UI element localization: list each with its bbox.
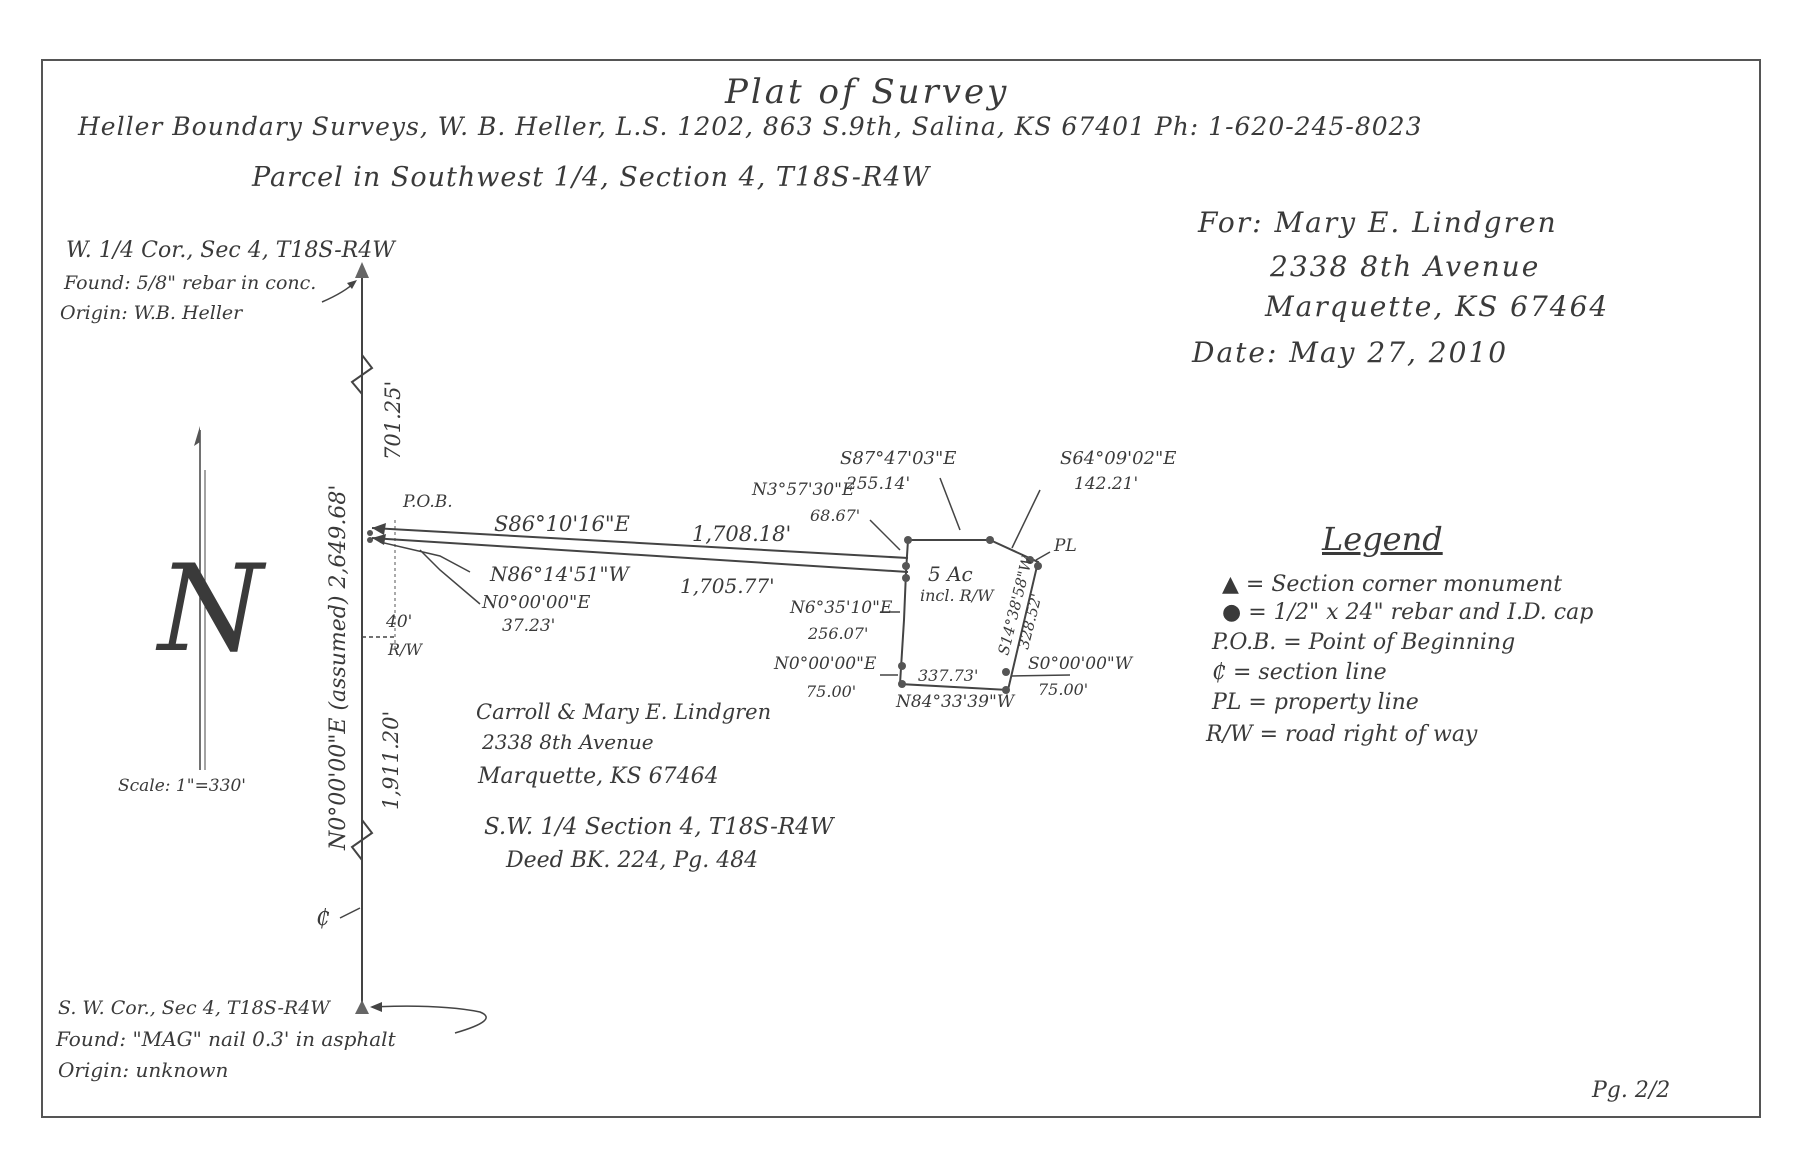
- sw-monument-triangle: [355, 1000, 369, 1014]
- north-arrow: [194, 426, 206, 770]
- west-tie-bearing: N86°14'51"W: [490, 562, 630, 586]
- sw-pob-rebar: [367, 537, 373, 543]
- sw-dist: 75.00': [806, 682, 857, 701]
- legend-item-1: ▲ = Section corner monument: [1222, 572, 1563, 597]
- client-for: For: Mary E. Lindgren: [1198, 206, 1558, 239]
- west-dist: 256.07': [808, 624, 869, 643]
- client-address1: 2338 8th Avenue: [1270, 250, 1541, 283]
- break-mark-south: [350, 819, 374, 861]
- nw-bearing: N3°57'30"E: [752, 480, 855, 500]
- nw-leader: [869, 519, 901, 551]
- owner-line5: Deed BK. 224, Pg. 484: [506, 848, 759, 873]
- parcel-area-note: incl. R/W: [920, 586, 994, 605]
- south-dist: 337.73': [918, 666, 979, 685]
- parcel-pin-10: [1002, 686, 1010, 694]
- pob-rebar: [367, 530, 373, 536]
- top2-leader: [1011, 489, 1041, 549]
- nw-monument-triangle: [355, 262, 369, 278]
- pob-tie-dist: 37.23': [502, 616, 556, 636]
- se-dist: 75.00': [1038, 680, 1089, 699]
- legend-triangle-icon: [1224, 578, 1236, 590]
- rw-label: R/W: [388, 640, 422, 659]
- legend-item-3: P.O.B. = Point of Beginning: [1212, 630, 1516, 655]
- top1-bearing: S87°47'03"E: [840, 448, 957, 469]
- section-symbol-leader: [339, 907, 361, 919]
- parcel-pin-5: [902, 562, 910, 570]
- top2-bearing: S64°09'02"E: [1060, 448, 1177, 469]
- north-distance: 701.25': [381, 381, 405, 460]
- sw-corner-line3: Origin: unknown: [58, 1058, 229, 1082]
- parcel-pin-3: [1026, 556, 1034, 564]
- top1-leader: [939, 477, 961, 531]
- parcel-pin-1: [904, 536, 912, 544]
- parcel-area: 5 Ac: [928, 562, 973, 586]
- sw-corner-leader: [371, 1005, 487, 1034]
- parcel-pin-2: [986, 536, 994, 544]
- legend-item-4: ₵ = section line: [1212, 660, 1387, 685]
- nw-corner-line3: Origin: W.B. Heller: [60, 302, 243, 324]
- owner-line4: S.W. 1/4 Section 4, T18S-R4W: [484, 814, 834, 840]
- nw-dist: 68.67': [810, 506, 861, 525]
- owner-line1: Carroll & Mary E. Lindgren: [476, 700, 772, 724]
- parcel-pin-8: [898, 680, 906, 688]
- parcel-pin-7: [898, 662, 906, 670]
- parcel-pin-9: [1002, 668, 1010, 676]
- rw-width: 40': [386, 612, 413, 632]
- sw-corner-line1: S. W. Cor., Sec 4, T18S-R4W: [58, 997, 330, 1019]
- south-distance: 1,911.20': [379, 711, 403, 810]
- sw-bearing: N0°00'00"E: [774, 654, 877, 674]
- legend-dot-icon: [1226, 607, 1234, 615]
- south-bearing: N84°33'39"W: [896, 692, 1015, 712]
- break-mark-north: [350, 354, 374, 395]
- survey-date: Date: May 27, 2010: [1192, 336, 1509, 369]
- se-bearing: S0°00'00"W: [1028, 654, 1133, 674]
- top1-dist: 255.14': [846, 474, 911, 494]
- north-arrow-letter: N: [155, 540, 267, 679]
- se-leader: [1011, 674, 1071, 677]
- east-tie-bearing: S86°10'16"E: [494, 512, 630, 536]
- scale-label: Scale: 1"=330': [118, 776, 246, 796]
- owner-line3: Marquette, KS 67464: [478, 764, 719, 789]
- pob-label: P.O.B.: [403, 492, 453, 512]
- section-symbol: ₵: [316, 906, 330, 931]
- company-line: Heller Boundary Surveys, W. B. Heller, L…: [78, 112, 1423, 141]
- west-bearing: N6°35'10"E: [790, 598, 893, 618]
- east-tie-dist: 1,708.18': [692, 522, 792, 546]
- sw-corner-line2: Found: "MAG" nail 0.3' in asphalt: [56, 1027, 396, 1051]
- legend-item-5: PL = property line: [1212, 690, 1419, 715]
- sw-corner-leader-head: [370, 1002, 382, 1012]
- section-bearing: N0°00'00"E (assumed) 2,649.68': [326, 485, 351, 851]
- parcel-line: Parcel in Southwest 1/4, Section 4, T18S…: [252, 162, 931, 193]
- pl-leader: [1035, 551, 1051, 561]
- tie-arrowhead: [372, 523, 386, 535]
- nw-corner-line1: W. 1/4 Cor., Sec 4, T18S-R4W: [66, 238, 395, 263]
- border-frame: [41, 59, 1761, 1118]
- nw-corner-leader-head: [347, 280, 357, 289]
- pl-symbol: PL: [1054, 536, 1077, 556]
- legend-item-6: R/W = road right of way: [1206, 722, 1478, 747]
- pob-tie-bearing: N0°00'00"E: [482, 592, 591, 613]
- legend-title: Legend: [1322, 520, 1443, 558]
- west-tie-dist: 1,705.77': [680, 574, 775, 598]
- west-tie-leader: [379, 541, 471, 573]
- legend-item-2: ● = 1/2" x 24" rebar and I.D. cap: [1222, 600, 1594, 625]
- client-address2: Marquette, KS 67464: [1265, 290, 1610, 323]
- parcel-pin-6: [902, 574, 910, 582]
- tie-line-lower: [371, 537, 909, 573]
- parcel-pin-4: [1034, 562, 1042, 570]
- tie-line-upper: [371, 527, 909, 559]
- top2-dist: 142.21': [1074, 474, 1139, 494]
- nw-corner-line2: Found: 5/8" rebar in conc.: [64, 272, 317, 294]
- page-number: Pg. 2/2: [1592, 1078, 1671, 1103]
- owner-line2: 2338 8th Avenue: [482, 730, 654, 754]
- plat-title: Plat of Survey: [725, 72, 1010, 112]
- pob-tie-leader: [419, 549, 481, 605]
